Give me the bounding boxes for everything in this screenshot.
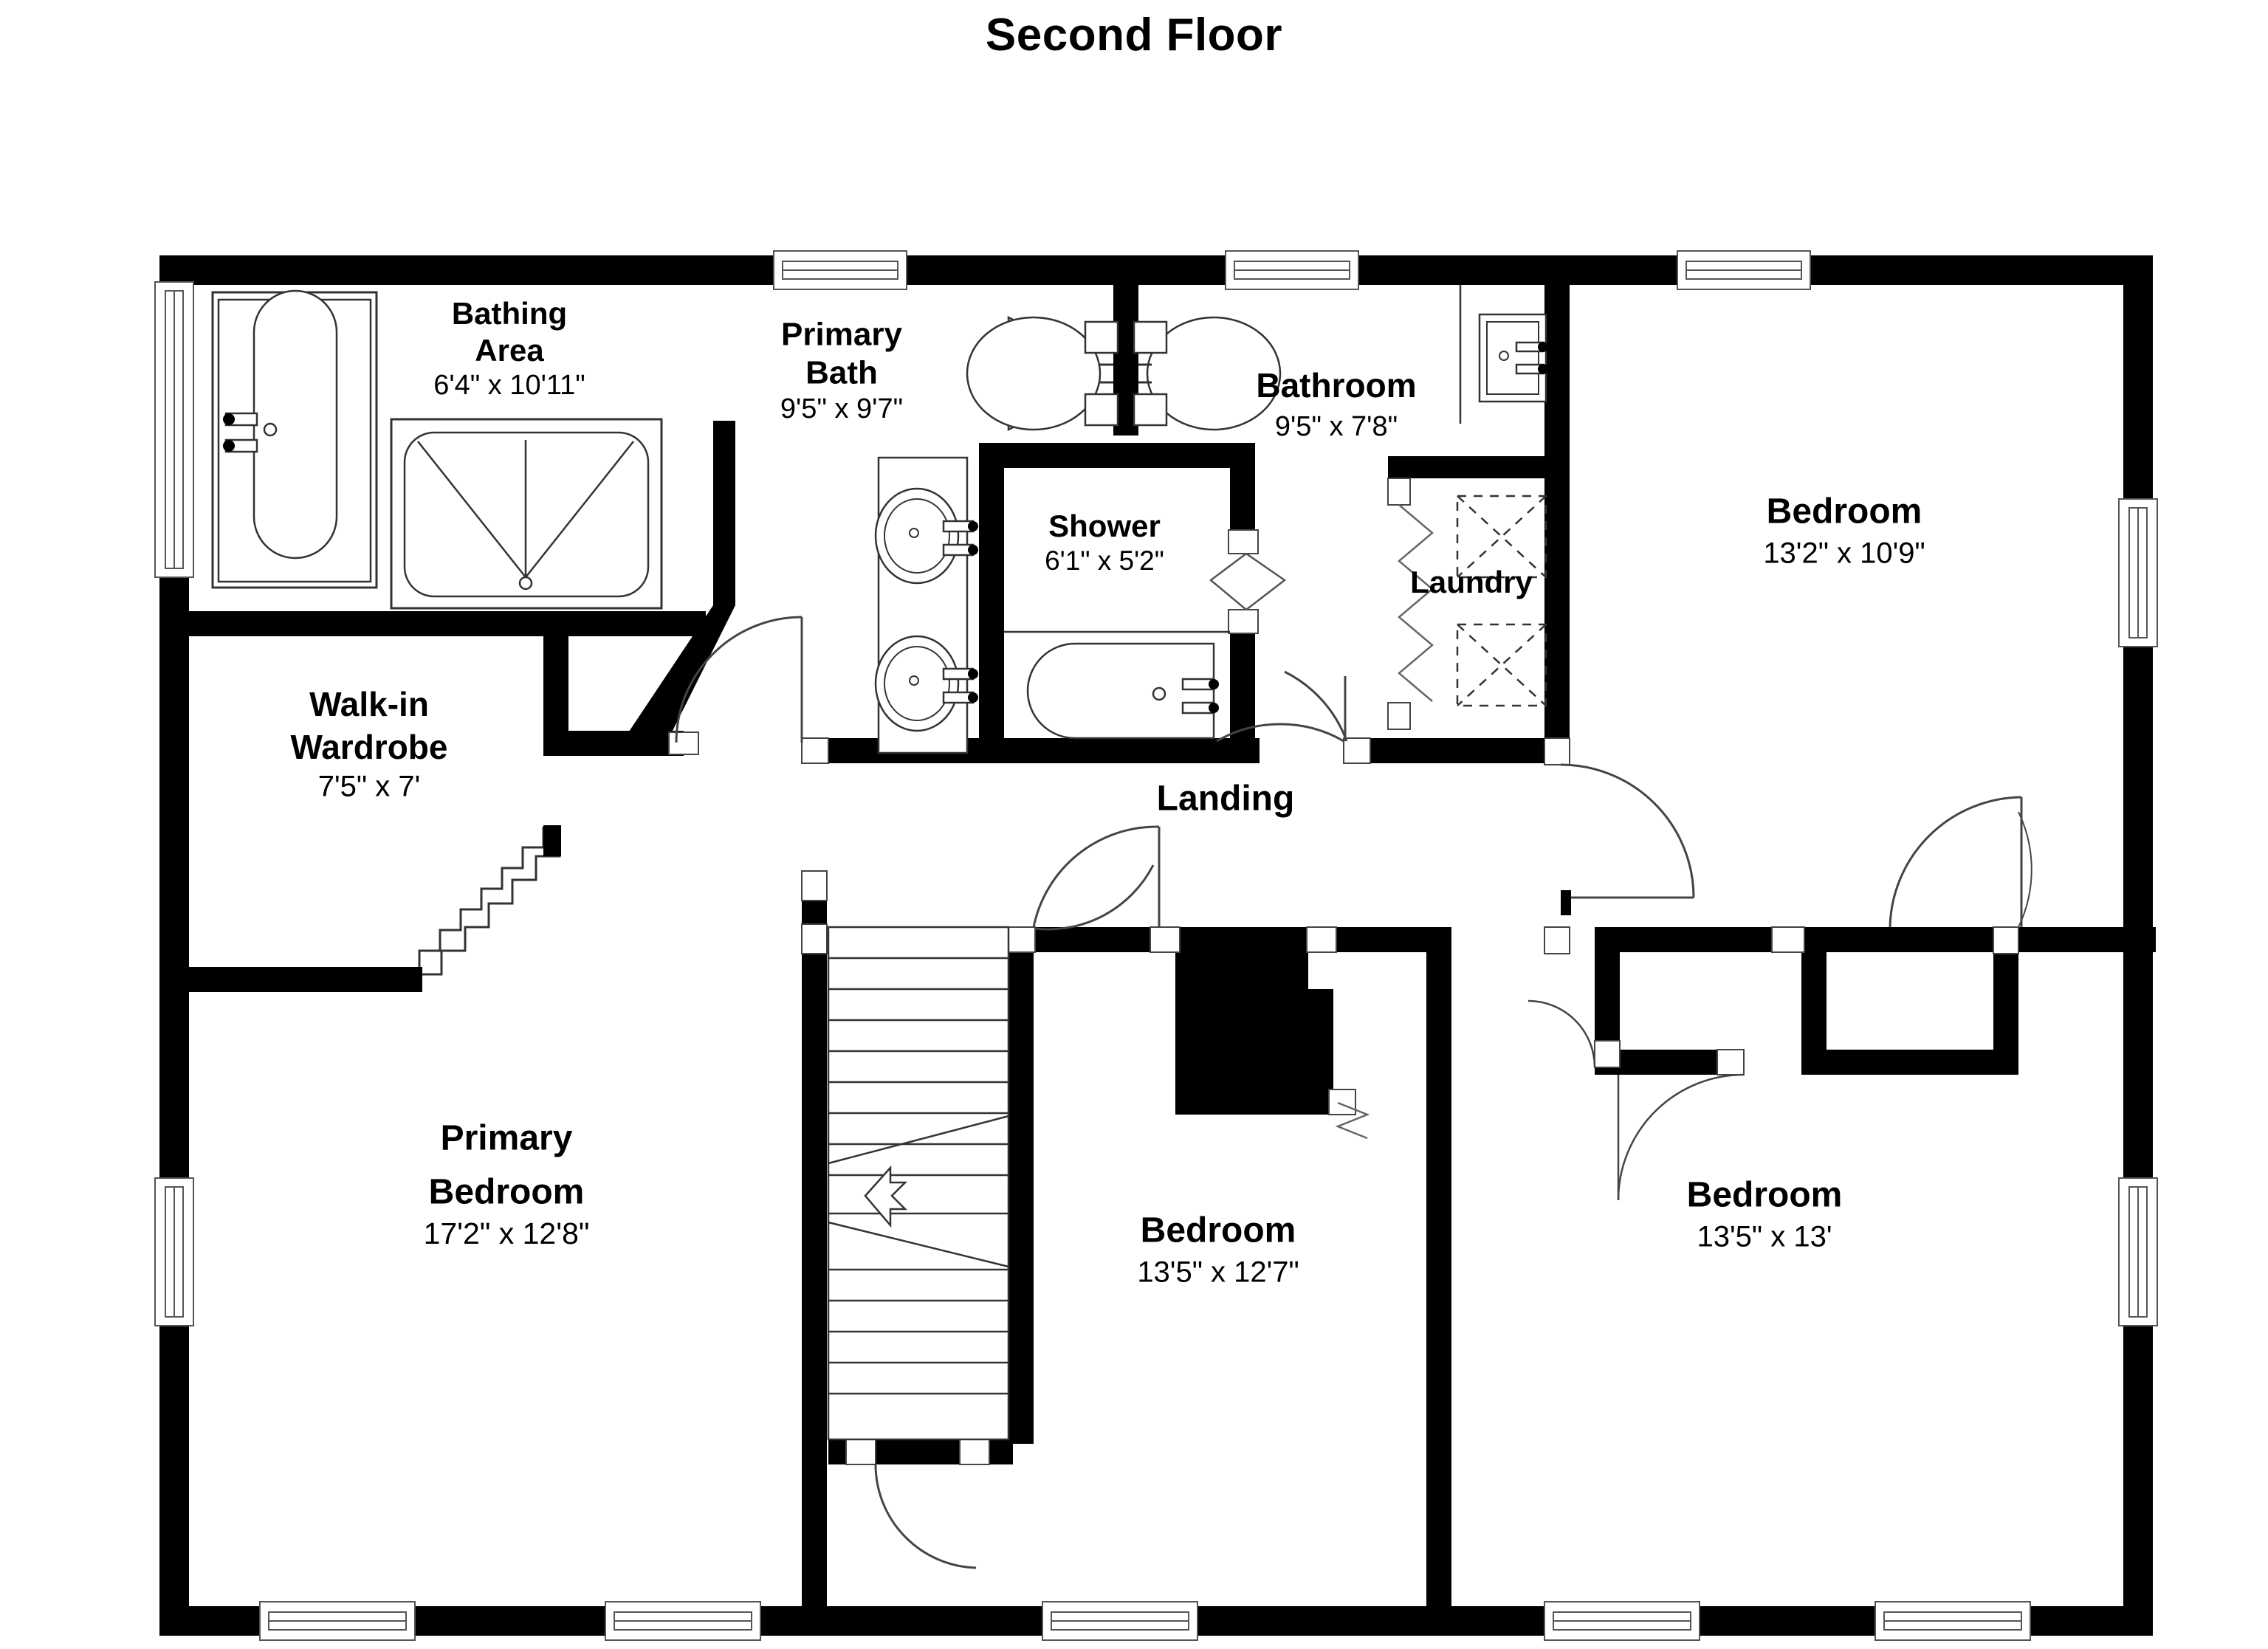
door-shower (1209, 529, 1287, 634)
wall-bathing-diagonal (625, 605, 735, 738)
room-label-bathroom: Bathroom (1256, 366, 1416, 404)
door-wardrobe (668, 731, 699, 755)
room-label-laundry: Laundry (1410, 565, 1533, 599)
wall-primarybed-right (802, 878, 827, 1631)
fixtures-group (211, 285, 1548, 1441)
sink-icon-upper (874, 487, 978, 585)
window-bottom-4 (1544, 1601, 1700, 1641)
room-dim-bedroom-bottom-right: 13'5" x 13' (1697, 1221, 1832, 1253)
room-label-shower: Shower (1048, 509, 1161, 543)
room-label-primary-bedroom-line1: Primary (441, 1119, 573, 1158)
staircase-icon (827, 926, 1010, 1441)
wall-wardrobe-bottom-stub (543, 731, 684, 756)
room-dim-shower: 6'1" x 5'2" (1045, 545, 1164, 576)
wall-midbed-right (1426, 927, 1451, 1631)
room-label-bathing-area-line2: Area (475, 333, 544, 368)
room-dim-wardrobe: 7'5" x 7' (318, 771, 420, 803)
wall-primarybed-top-left (189, 967, 403, 992)
toilet-icon-primary (966, 316, 1119, 431)
closet-block-filled (1175, 927, 1308, 1112)
wall-laundry-top (1388, 456, 1544, 478)
window-bottom-2 (605, 1601, 761, 1641)
page-title: Second Floor (985, 10, 1283, 61)
wall-rightbed-top (1595, 927, 2156, 952)
washer-icon (1456, 495, 1547, 579)
door-closet-middle (1150, 926, 1370, 1140)
toilet-icon-bathroom (1133, 316, 1282, 431)
doors-group (399, 478, 2032, 1569)
wall-toilet-divider-top (1113, 285, 1138, 310)
wall-rcloset-bottom-right (1801, 1050, 1993, 1075)
wall-closet-bottom (1175, 1089, 1333, 1115)
window-bottom-1 (259, 1601, 416, 1641)
vanity-primary-bath (874, 456, 978, 754)
wall-shower-right-upper (1230, 443, 1255, 531)
shower-tray-icon (390, 418, 663, 610)
door-bedroom-bottom-right (1889, 796, 2032, 954)
wall-shower-top (979, 443, 1255, 468)
room-label-wardrobe-line1: Walk-in (309, 685, 429, 723)
window-top-2 (1225, 250, 1359, 290)
bathtub-icon-shower-room (1004, 630, 1230, 740)
door-bedroom-middle (1008, 825, 1161, 953)
room-dim-primary-bath: 9'5" x 9'7" (780, 393, 903, 424)
wall-shower-right-lower (1230, 632, 1255, 757)
door-laundry-bifold (1387, 478, 1434, 730)
wall-primarybath-bottom (802, 738, 1260, 763)
window-right-2 (2118, 1177, 2158, 1326)
room-dim-bedroom-middle: 13'5" x 12'7" (1137, 1256, 1299, 1289)
door-primary-bath (675, 616, 829, 764)
door-closet-right-1 (1528, 999, 1621, 1068)
room-label-bedroom-bottom-right: Bedroom (1687, 1176, 1843, 1215)
window-top-3 (1677, 250, 1811, 290)
window-top-1 (773, 250, 907, 290)
door-bathroom (1216, 670, 1371, 764)
wardrobe-shelving (399, 825, 561, 992)
sink-icon-bathroom (1478, 313, 1548, 403)
window-bottom-3 (1042, 1601, 1198, 1641)
door-stair-bottom (845, 1437, 990, 1569)
room-label-bedroom-middle: Bedroom (1141, 1211, 1296, 1250)
window-left-2 (154, 1177, 194, 1326)
window-bottom-5 (1874, 1601, 2031, 1641)
up-down-arrow-icon (864, 1165, 908, 1228)
room-dim-bedroom-top-right: 13'2" x 10'9" (1763, 537, 1925, 570)
wall-bathing-right (713, 421, 735, 605)
dryer-icon (1456, 623, 1547, 707)
wall-bathing-bottom (189, 611, 706, 636)
window-right-1 (2118, 498, 2158, 647)
room-dim-bathroom: 9'5" x 7'8" (1275, 411, 1398, 442)
interior-walls (189, 285, 2156, 1631)
wall-bathroom-bottom (1344, 738, 1558, 763)
room-label-primary-bath-line1: Primary (781, 317, 902, 353)
room-label-primary-bedroom-line2: Bedroom (429, 1173, 585, 1212)
room-label-landing: Landing (1157, 779, 1295, 819)
sink-icon-lower (874, 635, 978, 732)
bathtub-icon (211, 289, 378, 589)
wall-wardrobe-right-upper (543, 614, 568, 747)
room-label-bathing-area-line1: Bathing (452, 296, 567, 331)
room-dim-primary-bedroom: 17'2" x 12'8" (424, 1216, 590, 1250)
windows-group (154, 250, 2158, 1641)
door-openings-landing (801, 870, 828, 954)
room-dim-bathing-area: 6'4" x 10'11" (433, 370, 585, 401)
wall-bathroom-right (1544, 285, 1570, 763)
door-closet-right-2 (1617, 1049, 1745, 1201)
window-left-1 (154, 281, 194, 578)
room-label-bedroom-top-right: Bedroom (1767, 492, 1922, 531)
room-labels: Bathing Area 6'4" x 10'11" Primary Bath … (291, 296, 1925, 1288)
room-label-primary-bath-line2: Bath (805, 355, 878, 391)
door-closet-right-3 (1544, 926, 1805, 954)
wall-shower-left (979, 443, 1004, 753)
wall-stair-right (1008, 927, 1034, 1444)
door-bedroom-top-right (1544, 737, 1695, 915)
wall-laundry-top-left (1388, 456, 1410, 478)
room-label-wardrobe-line2: Wardrobe (291, 728, 448, 766)
